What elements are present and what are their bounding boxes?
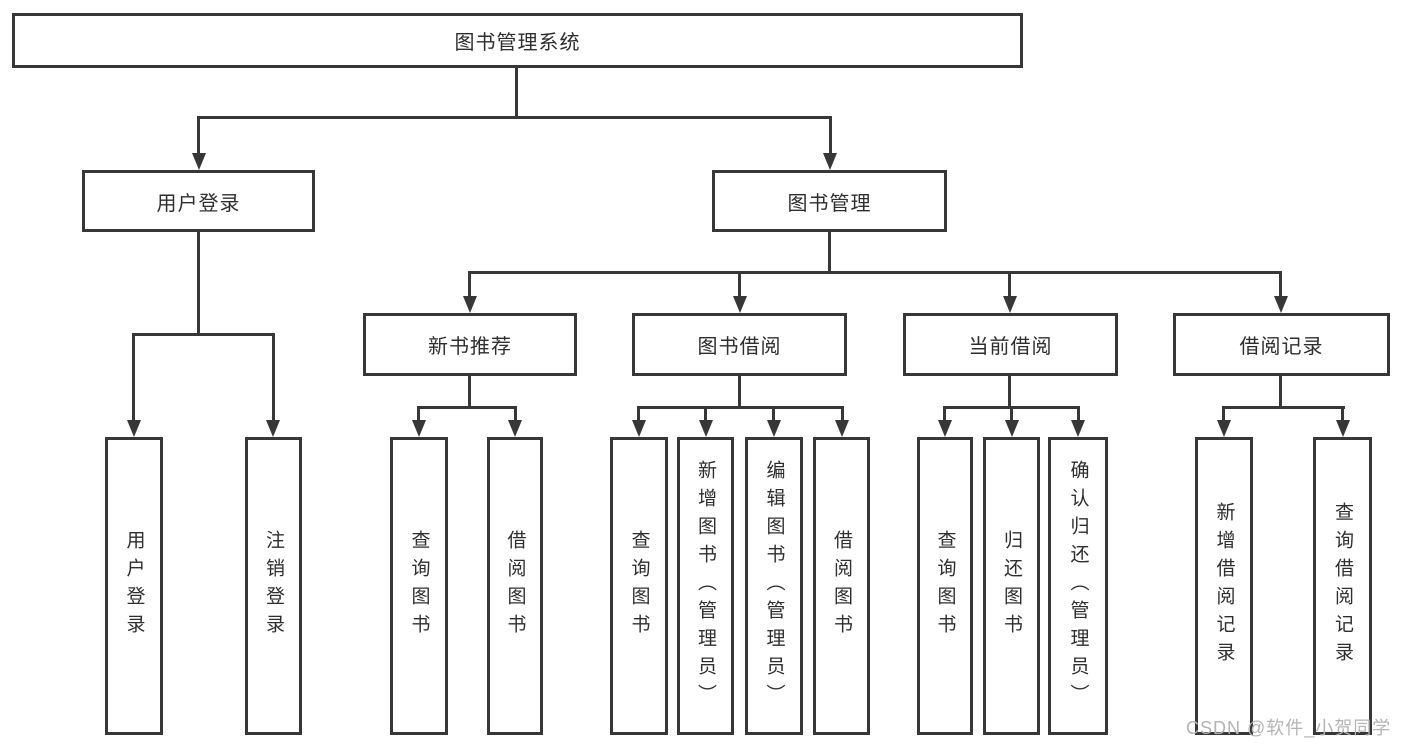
leaf-edit-books-admin: 编辑图书（管理员） xyxy=(745,437,803,735)
leaf-add-books-admin: 新增图书（管理员） xyxy=(677,437,734,735)
connector-line xyxy=(132,333,275,336)
arrowhead-icon xyxy=(412,420,426,437)
connector-line xyxy=(1008,271,1011,299)
leaf-query-books-1: 查询图书 xyxy=(390,437,448,735)
arrowhead-icon xyxy=(699,420,713,437)
csdn-watermark: CSDN @软件_小贺同学 xyxy=(1186,718,1392,738)
connector-line xyxy=(1279,271,1282,299)
leaf-borrow-books-1: 借阅图书 xyxy=(487,437,543,735)
leaf-label: 查询借阅记录 xyxy=(1332,502,1353,670)
leaf-label: 归还图书 xyxy=(1001,530,1022,642)
arrowhead-icon xyxy=(463,296,477,313)
connector-line xyxy=(197,116,832,119)
node-user-login: 用户登录 xyxy=(82,170,315,232)
connector-line xyxy=(738,376,741,408)
arrowhead-icon xyxy=(1217,420,1231,437)
connector-line xyxy=(841,406,844,423)
leaf-label: 新增图书（管理员） xyxy=(695,460,716,712)
connector-line xyxy=(828,232,831,273)
connector-line xyxy=(417,406,517,409)
connector-line xyxy=(514,406,517,423)
leaf-query-books-3: 查询图书 xyxy=(917,437,973,735)
arrowhead-icon xyxy=(632,420,646,437)
connector-line xyxy=(1222,406,1345,409)
leaf-label: 用户登录 xyxy=(123,530,145,642)
arrowhead-icon xyxy=(733,296,747,313)
node-borrow-records: 借阅记录 xyxy=(1173,313,1390,376)
arrowhead-icon xyxy=(938,420,952,437)
leaf-label: 查询图书 xyxy=(934,530,956,642)
connector-line xyxy=(1008,376,1011,408)
node-new-book-rec: 新书推荐 xyxy=(363,313,577,376)
connector-line xyxy=(197,116,200,155)
leaf-user-login: 用户登录 xyxy=(105,437,163,735)
leaf-confirm-return-admin: 确认归还（管理员） xyxy=(1048,437,1108,735)
arrowhead-icon xyxy=(1071,420,1085,437)
leaf-return-books: 归还图书 xyxy=(983,437,1040,735)
connector-line xyxy=(1222,406,1225,423)
connector-line xyxy=(943,406,946,423)
arrowhead-icon xyxy=(1005,420,1019,437)
connector-line xyxy=(1279,376,1282,408)
node-root-label: 图书管理系统 xyxy=(454,32,581,54)
leaf-label: 编辑图书（管理员） xyxy=(763,460,785,712)
arrowhead-icon xyxy=(1003,296,1017,313)
connector-line xyxy=(468,271,1282,274)
leaf-add-borrow-record: 新增借阅记录 xyxy=(1195,437,1253,735)
arrowhead-icon xyxy=(823,153,837,170)
leaf-logout: 注销登录 xyxy=(245,437,302,735)
connector-line xyxy=(637,406,844,409)
connector-line xyxy=(272,333,275,423)
node-new-book-rec-label: 新书推荐 xyxy=(428,336,512,358)
leaf-label: 注销登录 xyxy=(263,530,284,642)
connector-line xyxy=(1341,406,1344,423)
node-user-login-label: 用户登录 xyxy=(156,192,241,215)
leaf-borrow-books-2: 借阅图书 xyxy=(813,437,870,735)
node-book-borrow-label: 图书借阅 xyxy=(697,336,782,358)
node-book-mgmt-label: 图书管理 xyxy=(787,192,872,215)
connector-line xyxy=(1010,406,1013,423)
node-current-borrow-label: 当前借阅 xyxy=(968,336,1053,358)
connector-line xyxy=(132,333,135,423)
leaf-label: 借阅图书 xyxy=(504,530,526,642)
leaf-query-borrow-record: 查询借阅记录 xyxy=(1313,437,1372,735)
connector-line xyxy=(417,406,420,423)
connector-line xyxy=(1077,406,1080,423)
leaf-label: 查询图书 xyxy=(628,530,650,642)
arrowhead-icon xyxy=(1336,420,1350,437)
connector-line xyxy=(704,406,707,423)
leaf-label: 查询图书 xyxy=(408,530,430,642)
leaf-query-books-2: 查询图书 xyxy=(610,437,668,735)
arrowhead-icon xyxy=(266,420,280,437)
arrowhead-icon xyxy=(192,153,206,170)
leaf-label: 借阅图书 xyxy=(831,530,852,642)
connector-line xyxy=(515,68,518,118)
node-current-borrow: 当前借阅 xyxy=(903,313,1118,376)
connector-line xyxy=(829,116,832,155)
connector-line xyxy=(468,376,471,408)
node-borrow-records-label: 借阅记录 xyxy=(1239,336,1324,358)
node-root: 图书管理系统 xyxy=(12,13,1023,68)
arrowhead-icon xyxy=(127,420,141,437)
node-book-mgmt: 图书管理 xyxy=(712,170,947,232)
leaf-label: 确认归还（管理员） xyxy=(1067,460,1089,712)
arrowhead-icon xyxy=(767,420,781,437)
connector-line xyxy=(637,406,640,423)
leaf-label: 新增借阅记录 xyxy=(1213,502,1235,670)
connector-line xyxy=(738,271,741,299)
arrowhead-icon xyxy=(835,420,849,437)
arrowhead-icon xyxy=(508,420,522,437)
connector-line xyxy=(468,271,471,299)
node-book-borrow: 图书借阅 xyxy=(632,313,847,376)
arrowhead-icon xyxy=(1274,296,1288,313)
connector-line xyxy=(772,406,775,423)
connector-line xyxy=(197,232,200,336)
